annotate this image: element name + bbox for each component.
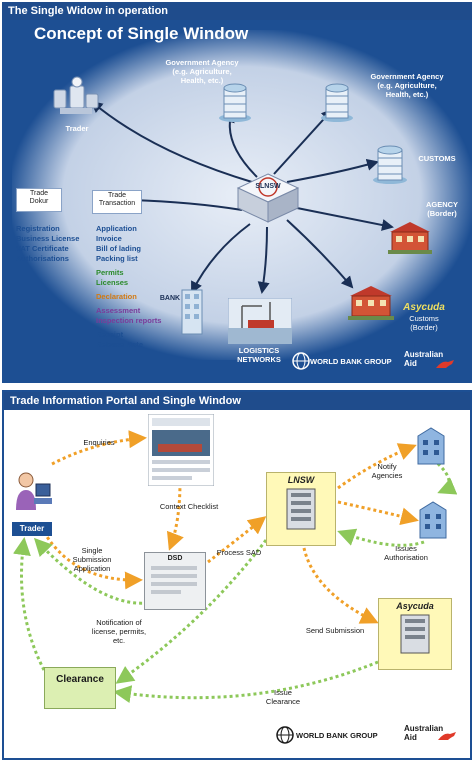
world-bank-globe-icon-2 — [276, 726, 294, 744]
kangaroo-icon-2 — [438, 732, 456, 740]
agency-building-2-icon — [419, 501, 447, 539]
lnsw-server-icon — [286, 488, 316, 530]
agency-border-building-icon — [388, 222, 432, 254]
enquiries-label: Enquiries — [83, 438, 115, 447]
customs-building-icon — [373, 145, 407, 184]
trader-icon — [53, 76, 99, 114]
clearance-label: Clearance — [56, 674, 104, 685]
kangaroo-icon — [436, 360, 454, 368]
bank-label: BANK — [159, 295, 181, 302]
lnsw-label: LNSW — [287, 475, 315, 485]
concept-header: The Single Widow in operation — [2, 2, 472, 20]
concept-title: Concept of Single Window — [34, 24, 249, 43]
portal-panel: Trade Information Portal and Single Wind… — [2, 390, 472, 760]
process-sad-label: Process SAD — [216, 548, 262, 557]
dsd-document: DSD — [144, 552, 206, 610]
world-bank-logo-text-2: WORLD BANK GROUP — [296, 731, 378, 740]
trader-label: Trader — [65, 124, 89, 133]
gov-agency-1-label: Government Agency(e.g. Agriculture,Healt… — [165, 58, 239, 85]
dsd-form-icon — [151, 566, 197, 594]
asycuda-label: Asycuda — [403, 302, 445, 313]
context-checklist-label: Context Checklist — [159, 502, 219, 511]
send-submission-label: Send Submission — [305, 626, 365, 635]
slnsw-hub-icon — [236, 173, 300, 223]
portal-screenshot-icon — [148, 414, 214, 486]
asycuda-server-icon — [400, 614, 430, 654]
agency-border-label: AGENCY(Border) — [425, 200, 459, 218]
connection-arrows — [90, 100, 394, 294]
slnsw-label: SLNSW — [255, 183, 281, 190]
gov-agency-2-label: Government Agency(e.g. Agriculture,Healt… — [370, 72, 444, 99]
bank-building-icon — [181, 289, 203, 335]
trader-label: Trader — [12, 522, 52, 536]
asycuda-building-icon — [348, 286, 394, 320]
portal-header: Trade Information Portal and Single Wind… — [4, 392, 470, 410]
world-bank-globe-icon — [292, 352, 310, 370]
dsd-label: DSD — [167, 555, 183, 562]
customs-label: CUSTOMS — [418, 154, 456, 163]
asycuda-label: Asycuda — [396, 601, 434, 611]
agency-building-1-icon — [417, 427, 445, 465]
lnsw-box: LNSW — [266, 472, 336, 546]
world-bank-logo-text: WORLD BANK GROUP — [310, 357, 392, 366]
clearance-box: Clearance — [44, 667, 116, 709]
trader-person-icon — [16, 472, 52, 510]
concept-panel: The Single Widow in operation Concept of… — [2, 2, 472, 383]
gov-agency-1-building-icon — [219, 83, 251, 122]
logistics-port-icon — [228, 298, 292, 344]
gov-agency-2-building-icon — [321, 83, 353, 122]
asycuda-sub-label: Customs(Border) — [409, 314, 439, 332]
asycuda-box: Asycuda — [378, 598, 452, 670]
transaction-documents-list: Application Invoice Bill of lading Packi… — [96, 224, 162, 349]
